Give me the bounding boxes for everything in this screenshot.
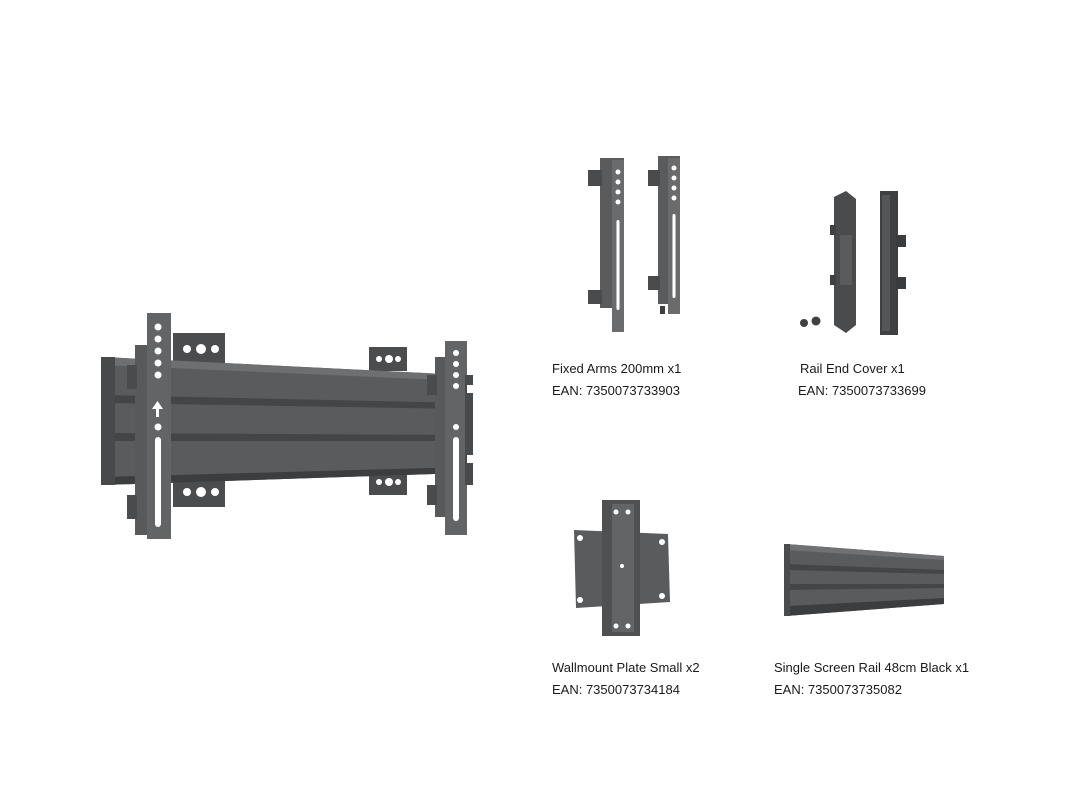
wallmount-plate-image: [574, 500, 670, 636]
product-ean: EAN: 7350073734184: [552, 682, 680, 697]
fixed-arms-image: [588, 156, 680, 332]
caption-wallmount-plate: Wallmount Plate Small x2 EAN: 7350073734…: [552, 657, 700, 701]
caption-rail-end-cover: Rail End Cover x1 EAN: 7350073733699: [798, 358, 926, 402]
product-ean: EAN: 7350073733903: [552, 383, 680, 398]
product-ean: EAN: 7350073733699: [798, 383, 926, 398]
caption-screen-rail: Single Screen Rail 48cm Black x1 EAN: 73…: [774, 657, 969, 701]
rail-end-cover-image: [800, 191, 906, 335]
product-name: Rail End Cover x1: [800, 361, 905, 376]
product-name: Wallmount Plate Small x2: [552, 660, 700, 675]
product-ean: EAN: 7350073735082: [774, 682, 902, 697]
product-name: Single Screen Rail 48cm Black x1: [774, 660, 970, 675]
caption-fixed-arms: Fixed Arms 200mm x1 EAN: 7350073733903: [552, 358, 681, 402]
screen-rail-image: [784, 544, 944, 616]
assembled-mount-image: [101, 313, 473, 539]
product-name: Fixed Arms 200mm x1: [552, 361, 682, 376]
